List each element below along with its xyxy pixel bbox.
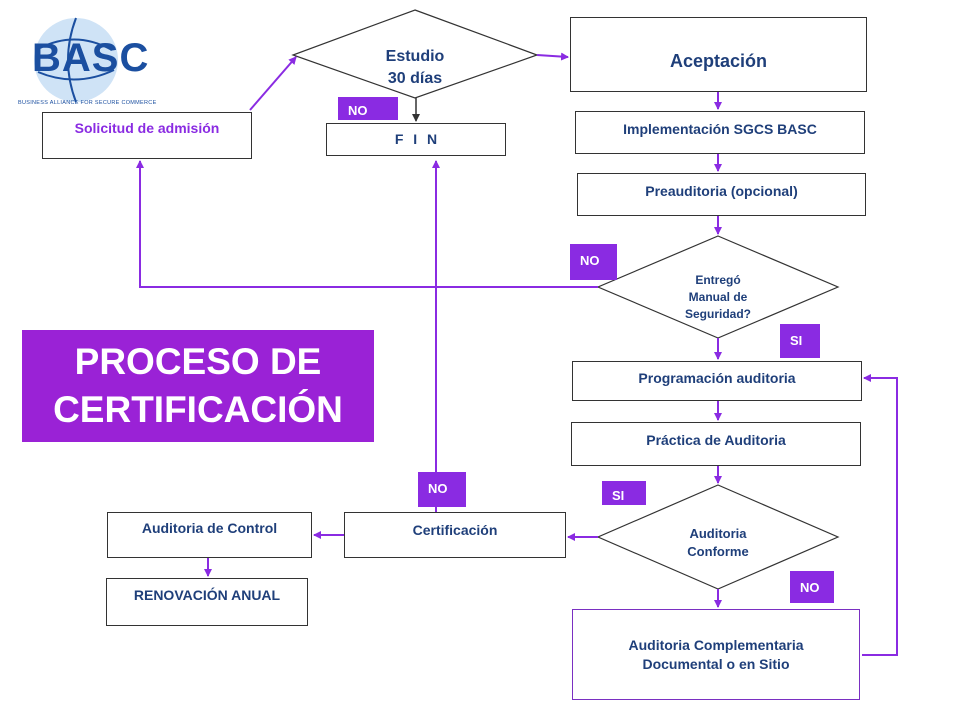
- conforme-label: Auditoria Conforme: [658, 525, 778, 561]
- estudio-label-line1: Estudio: [385, 48, 445, 65]
- fin-label: F I N: [394, 131, 438, 147]
- certificacion-label: Certificación: [412, 522, 498, 538]
- process-title-line1: PROCESO DE: [74, 341, 322, 382]
- practica-box: Práctica de Auditoria: [571, 422, 861, 466]
- process-title-line2: CERTIFICACIÓN: [53, 389, 343, 430]
- entrego-label-line1: Entregó: [695, 273, 741, 287]
- estudio-label-line2: 30 días: [387, 70, 443, 87]
- programacion-box: Programación auditoria: [572, 361, 862, 401]
- fin-box: F I N: [326, 123, 506, 156]
- solicitud-label: Solicitud de admisión: [74, 120, 220, 136]
- renovacion-label: RENOVACIÓN ANUAL: [133, 587, 281, 603]
- control-box: Auditoria de Control: [107, 512, 312, 558]
- entrego-label: Entregó Manual de Seguridad?: [658, 272, 778, 323]
- estudio-diamond: [291, 9, 539, 99]
- complementaria-box: Auditoria Complementaria Documental o en…: [572, 609, 860, 700]
- conforme-label-line2: Conforme: [687, 544, 749, 559]
- programacion-label: Programación auditoria: [638, 370, 796, 386]
- basc-logo-mark: BASC: [32, 36, 150, 80]
- basc-logo-tagline: BUSINESS ALLIANCE FOR SECURE COMMERCE: [18, 100, 157, 106]
- entrego-label-line2: Manual de: [688, 290, 748, 304]
- renovacion-box: RENOVACIÓN ANUAL: [106, 578, 308, 626]
- implementacion-box: Implementación SGCS BASC: [575, 111, 865, 154]
- complementaria-label-line1: Auditoria Complementaria: [628, 637, 804, 653]
- estudio-label: Estudio 30 días: [360, 46, 470, 90]
- preauditoria-label: Preauditoria (opcional): [645, 183, 798, 199]
- conforme-label-line1: Auditoria: [689, 526, 747, 541]
- aceptacion-box: Aceptación: [570, 17, 867, 92]
- basc-logo-globe: [34, 17, 118, 103]
- certificacion-box: Certificación: [344, 512, 566, 558]
- aceptacion-label: Aceptación: [669, 51, 768, 71]
- tag-si-entrego: SI: [780, 324, 820, 358]
- arrow-solicitud-to-estudio: [249, 56, 297, 111]
- practica-label: Práctica de Auditoria: [646, 432, 786, 448]
- arrow-complementaria-loop: [862, 374, 898, 656]
- entrego-label-line3: Seguridad?: [684, 307, 751, 321]
- solicitud-box: Solicitud de admisión: [42, 112, 252, 159]
- process-title: PROCESO DE CERTIFICACIÓN: [22, 330, 374, 442]
- tag-no-entrego: NO: [570, 244, 617, 280]
- arrow-entrego-no-to-solicitud: [136, 160, 598, 288]
- preauditoria-box: Preauditoria (opcional): [577, 173, 866, 216]
- tag-no-conforme: NO: [790, 571, 834, 603]
- tag-no-certificacion: NO: [418, 472, 466, 507]
- control-label: Auditoria de Control: [141, 520, 278, 536]
- tag-si-conforme: SI: [602, 481, 646, 505]
- tag-no-estudio: NO: [338, 97, 398, 120]
- complementaria-label-line2: Documental o en Sitio: [642, 656, 790, 672]
- implementacion-label: Implementación SGCS BASC: [623, 121, 817, 137]
- arrow-estudio-to-aceptacion: [536, 52, 569, 61]
